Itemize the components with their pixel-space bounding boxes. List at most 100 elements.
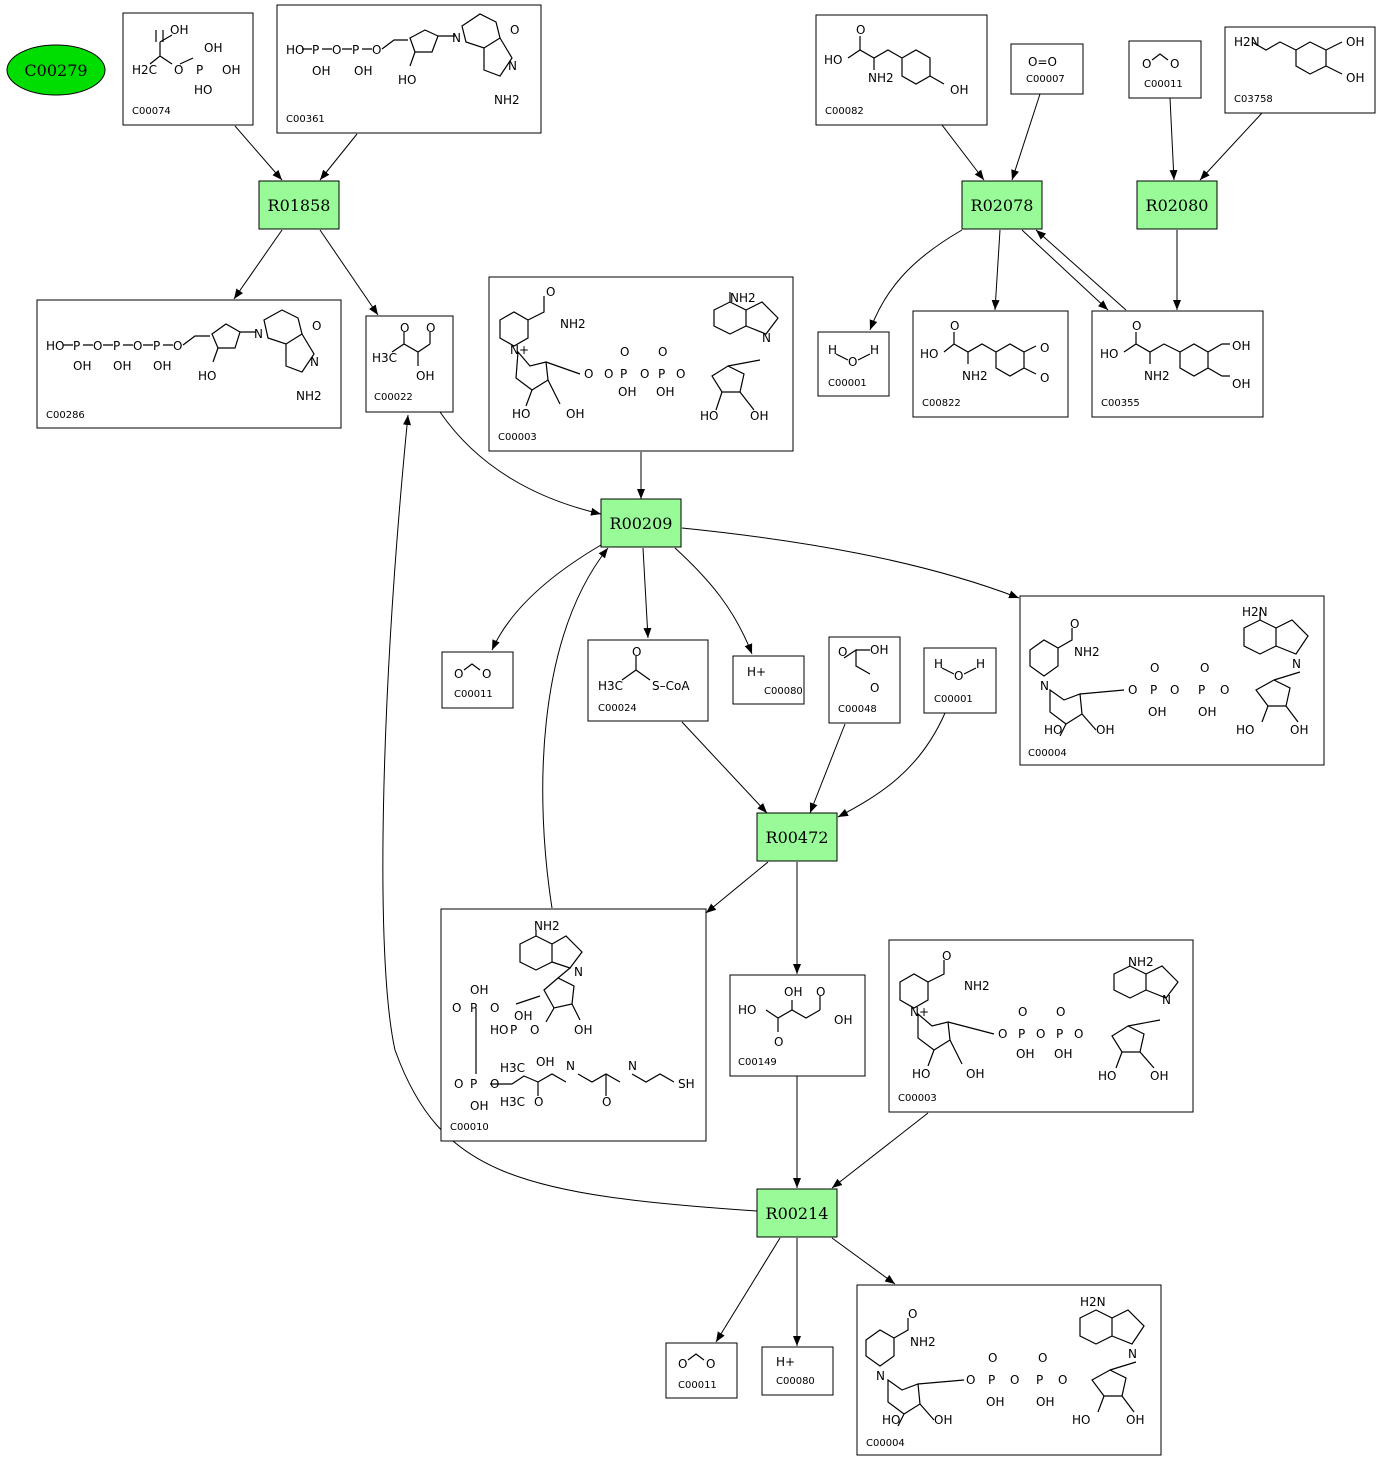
- svg-text:NH2: NH2: [534, 919, 560, 933]
- structure-drawing: [865, 1309, 1145, 1427]
- svg-text:N: N: [508, 59, 517, 73]
- svg-text:P: P: [1036, 1373, 1043, 1387]
- compound-C03758[interactable]: H2N OH OH C03758: [1224, 26, 1376, 114]
- compound-C00074[interactable]: OH H2C O P OH OH HO C00074: [122, 12, 254, 126]
- svg-text:O: O: [774, 1035, 783, 1049]
- compound-C00004-middle[interactable]: O NH2 N O P O P O O O OH OH HO OH HO OH …: [1019, 595, 1325, 766]
- svg-text:O: O: [454, 1077, 463, 1091]
- compound-id: C00048: [838, 704, 877, 715]
- structure-drawing: [463, 663, 481, 671]
- svg-text:O: O: [454, 667, 463, 681]
- edge-r02078-c00001: [869, 229, 963, 331]
- svg-text:OH: OH: [1232, 377, 1250, 391]
- svg-text:HO: HO: [912, 1067, 930, 1081]
- svg-text:NH2: NH2: [868, 71, 894, 85]
- svg-text:O: O: [1170, 683, 1179, 697]
- compound-C00149[interactable]: HO OH O OH O C00149: [729, 974, 866, 1077]
- edge-c00001-r00472: [837, 712, 946, 818]
- compound-C00822[interactable]: HO O NH2 O O C00822: [912, 310, 1069, 418]
- svg-text:OH: OH: [113, 359, 131, 373]
- compound-C00082[interactable]: HO O NH2 OH C00082: [815, 14, 988, 126]
- svg-text:O: O: [706, 1357, 715, 1371]
- compound-id: C00010: [450, 1122, 489, 1133]
- svg-text:OH: OH: [204, 41, 222, 55]
- svg-text:HO: HO: [920, 347, 938, 361]
- structure-drawing: [687, 1353, 705, 1361]
- svg-text:O: O: [1150, 661, 1159, 675]
- compound-C00010[interactable]: NH2 N OH O P O OH HO P O OH O P O H3C H3…: [440, 908, 707, 1142]
- compound-C00011-top[interactable]: O O C00011: [1128, 40, 1202, 99]
- svg-text:OH: OH: [312, 64, 330, 78]
- compound-C00011-bottom[interactable]: O O C00011: [665, 1342, 738, 1399]
- compound-C00355[interactable]: HO O NH2 OH OH C00355: [1091, 310, 1264, 418]
- edge-r01858-c00286: [233, 229, 283, 300]
- compound-C00011-middle[interactable]: O O C00011: [441, 651, 514, 709]
- svg-text:O: O: [1220, 683, 1229, 697]
- compound-C00003-bottom[interactable]: O NH2 N+ O P O P O O O OH OH HO OH HO OH…: [888, 939, 1194, 1113]
- svg-text:O: O: [620, 345, 629, 359]
- reaction-label: R00209: [610, 514, 673, 533]
- edge-r00209-c00004: [681, 527, 1020, 599]
- svg-text:OH: OH: [1054, 1047, 1072, 1061]
- svg-text:NH2: NH2: [964, 979, 990, 993]
- edge-c00022-r00209: [439, 411, 602, 516]
- svg-text:P: P: [1056, 1027, 1063, 1041]
- reaction-R00472[interactable]: R00472: [756, 812, 838, 862]
- svg-text:H: H: [828, 343, 837, 357]
- svg-text:OH: OH: [1036, 1395, 1054, 1409]
- reaction-R02078[interactable]: R02078: [961, 180, 1043, 230]
- edge-c00007-r02078: [1011, 93, 1041, 181]
- svg-text:O: O: [604, 367, 613, 381]
- structure-drawing: [302, 13, 513, 77]
- reaction-R02080[interactable]: R02080: [1136, 180, 1218, 230]
- compound-C00001-middle[interactable]: H O H C00001: [923, 647, 997, 714]
- edge-r02078-c00822: [991, 229, 1001, 311]
- compound-C00080-middle[interactable]: H+ C00080: [732, 655, 805, 705]
- svg-text:H2N: H2N: [1242, 605, 1268, 619]
- svg-text:O: O: [966, 1373, 975, 1387]
- svg-text:P: P: [352, 43, 359, 57]
- reaction-R01858[interactable]: R01858: [258, 180, 340, 230]
- svg-text:O: O: [908, 1307, 917, 1321]
- svg-text:H+: H+: [747, 665, 766, 679]
- svg-text:O: O: [942, 949, 951, 963]
- svg-text:OH: OH: [1016, 1047, 1034, 1061]
- svg-text:S–CoA: S–CoA: [652, 679, 690, 693]
- svg-text:HO: HO: [738, 1003, 756, 1017]
- edge-r02078-c00355: [1021, 229, 1109, 311]
- svg-text:OH: OH: [1148, 705, 1166, 719]
- compound-C00286[interactable]: HO P O P O P O OH OH OH HO N O N NH2 C00…: [36, 299, 342, 429]
- svg-text:O: O: [816, 985, 825, 999]
- compound-C00361[interactable]: HO P O P O OH OH HO N O N NH2 C00361: [276, 4, 542, 134]
- reaction-R00209[interactable]: R00209: [600, 498, 682, 548]
- compound-C00001-top[interactable]: H O H C00001: [817, 331, 890, 397]
- svg-text:O: O: [870, 681, 879, 695]
- compound-id: C00149: [738, 1057, 777, 1068]
- compound-id: C00011: [1144, 79, 1183, 90]
- compound-C00080-bottom[interactable]: H+ C00080: [761, 1346, 834, 1396]
- svg-text:N: N: [254, 327, 263, 341]
- compound-id: C00001: [828, 378, 867, 389]
- reaction-R00214[interactable]: R00214: [756, 1188, 838, 1238]
- compound-C00024[interactable]: O H3C S–CoA C00024: [587, 639, 709, 722]
- compound-C00022[interactable]: O H3C O OH C00022: [365, 315, 454, 413]
- compound-C00003-top[interactable]: O NH2 N+ O O P O P O O O OH OH HO OH HO …: [488, 276, 794, 452]
- start-node[interactable]: C00279: [6, 44, 106, 96]
- compound-C00004-bottom[interactable]: O NH2 N O P O P O O O OH OH HO OH HO OH …: [856, 1284, 1162, 1456]
- compound-C00007[interactable]: O=O C00007: [1010, 43, 1084, 95]
- structure-drawing: [1251, 41, 1343, 75]
- svg-text:O: O: [546, 285, 555, 299]
- svg-text:OH: OH: [1126, 1413, 1144, 1427]
- edge-c00361-r01858: [319, 133, 358, 181]
- svg-text:HO: HO: [1236, 723, 1254, 737]
- svg-text:OH: OH: [1096, 723, 1114, 737]
- edge-c00074-r01858: [234, 125, 283, 181]
- svg-text:HO: HO: [1098, 1069, 1116, 1083]
- compound-id: C00080: [764, 686, 803, 697]
- svg-text:H: H: [976, 657, 985, 671]
- svg-text:O: O: [133, 339, 142, 353]
- compound-C00048[interactable]: O OH O C00048: [828, 636, 901, 724]
- edge-c00011-r02080: [1169, 97, 1178, 181]
- svg-text:N+: N+: [510, 343, 529, 357]
- compound-id: C00286: [46, 410, 85, 421]
